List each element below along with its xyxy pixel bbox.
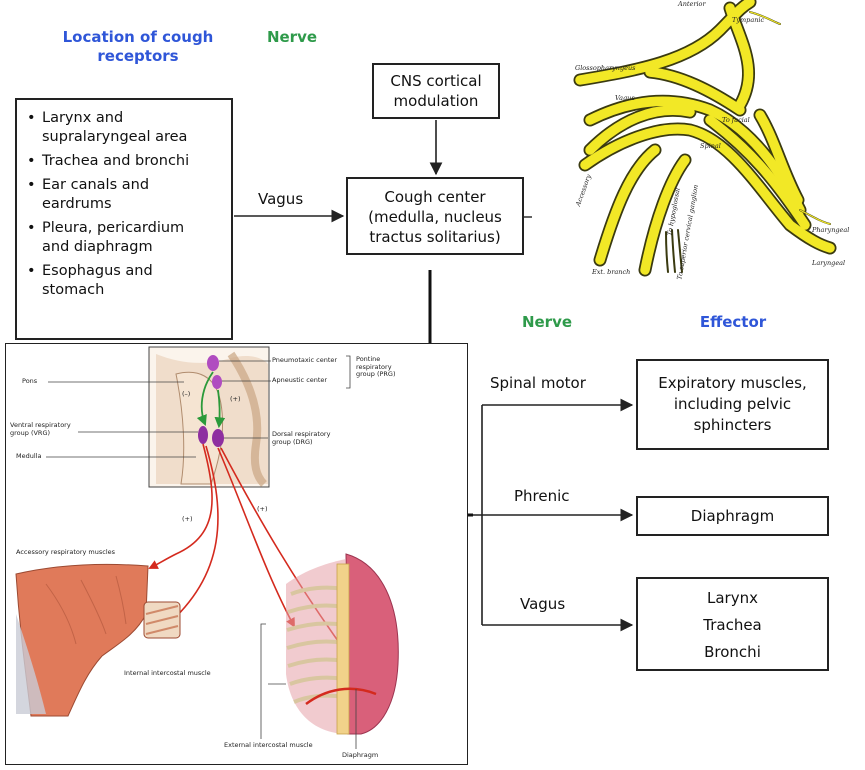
label-pons: Pons (22, 378, 37, 386)
label-drg: Dorsal respiratory group (DRG) (272, 431, 330, 446)
label-accessory-muscles: Accessory respiratory muscles (16, 549, 115, 557)
nerve-label-vagus: Vagus (615, 94, 635, 102)
nerve-label-ext-branch: Ext. branch (591, 268, 630, 276)
drg-nucleus (212, 429, 224, 447)
respiratory-control-illustration: Pons Pneumotaxic center Apneustic center… (5, 343, 468, 765)
nerve-label-pharyngeal: Pharyngeal (811, 226, 849, 234)
label-vrg-line2: group (VRG) (10, 430, 71, 438)
nerve-label-glossopharyngeal: Glossopharyngeus (575, 64, 636, 72)
label-diaphragm: Diaphragm (342, 752, 378, 760)
label-external-intercostal: External intercostal muscle (224, 742, 313, 750)
nerve-label-spinal: Spinal (700, 142, 721, 150)
label-plus-right: (+) (257, 506, 268, 514)
label-prg: Pontine respiratory group (PRG) (356, 356, 396, 379)
vrg-nucleus (198, 426, 208, 444)
nerve-label-laryngeal: Laryngeal (811, 259, 845, 267)
nerve-label-accessory: Accessory (574, 173, 593, 208)
apneustic-nucleus (212, 375, 222, 389)
cranial-nerve-illustration: Anterior Tympanic Glossopharyngeus Vagus… (560, 0, 865, 285)
label-medulla: Medulla (16, 453, 41, 461)
label-apneustic: Apneustic center (272, 377, 327, 385)
cranial-nerve-drawing: Anterior Tympanic Glossopharyngeus Vagus… (560, 0, 865, 285)
label-plus-left: (+) (182, 516, 193, 524)
nerve-label-tympanic: Tympanic (732, 16, 764, 24)
label-pneumotaxic: Pneumotaxic center (272, 357, 337, 365)
pneumotaxic-nucleus (207, 355, 219, 371)
label-minus-pons: (–) (182, 391, 190, 399)
nerve-label-facial: To facial (722, 116, 750, 124)
lung-shape (346, 554, 398, 734)
label-prg-line3: group (PRG) (356, 371, 396, 379)
label-vrg: Ventral respiratory group (VRG) (10, 422, 71, 437)
label-plus-pons: (+) (230, 396, 241, 404)
label-internal-intercostal: Internal intercostal muscle (124, 670, 211, 678)
nerve-label-anterior: Anterior (677, 0, 706, 8)
label-drg-line2: group (DRG) (272, 439, 330, 447)
